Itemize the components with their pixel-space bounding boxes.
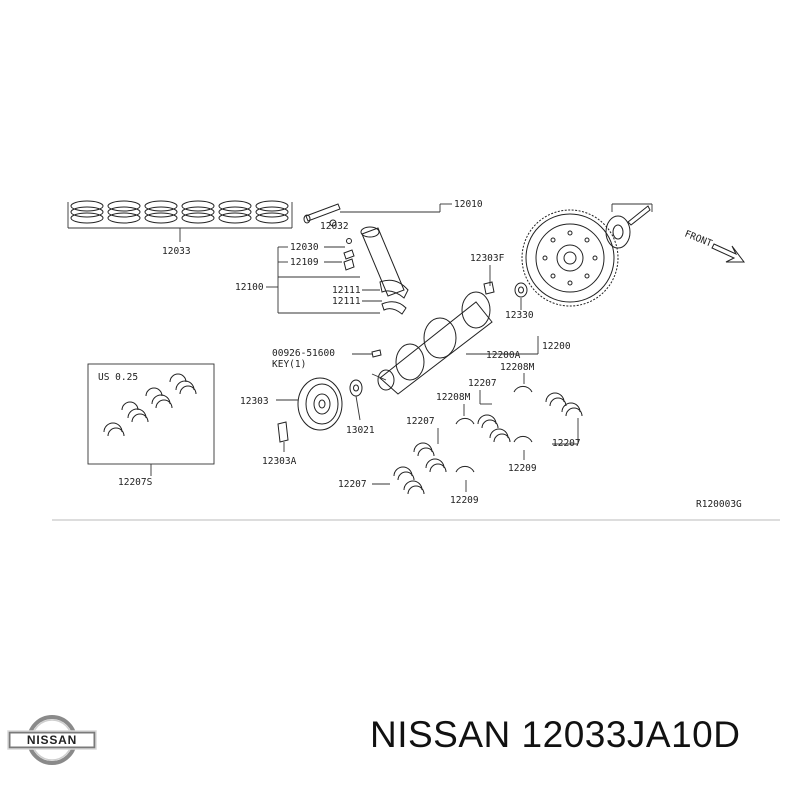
nissan-logo: [7, 715, 97, 765]
label-12109: 12109: [290, 257, 319, 268]
label-key: KEY(1): [272, 359, 306, 370]
label-12200a: 12200A: [486, 350, 521, 361]
label-12330: 12330: [505, 310, 534, 321]
front-arrow: FRONT: [683, 229, 745, 263]
piston-ring-set: [70, 200, 289, 224]
crank-pulley-group: 12303 12303A 13021: [240, 377, 375, 467]
crankshaft-group: 12200 12200A 00926-51600 KEY(1): [272, 291, 571, 395]
label-12010: 12010: [454, 199, 483, 210]
label-12208m-top: 12208M: [500, 362, 535, 373]
nissan-logo-text: NISSAN: [26, 733, 78, 747]
label-12032: 12032: [320, 221, 349, 232]
part-number-caption: NISSAN 12033JA10D: [370, 714, 741, 755]
drive-plate-group: 12303F 12330: [470, 203, 653, 321]
connecting-rod-group: 12010 12032 12030 12109 12100 12111 1211…: [235, 199, 483, 315]
label-12207s: 12207S: [118, 477, 153, 488]
label-12033: 12033: [162, 246, 191, 257]
label-12207-upper: 12207: [468, 378, 497, 389]
label-12100: 12100: [235, 282, 264, 293]
undersize-bearing-box: US 0.25 12207S: [87, 363, 215, 488]
label-12209-right: 12209: [508, 463, 537, 474]
piston-ring-set-group: 12033: [67, 200, 293, 257]
label-reference-code: R120003G: [696, 499, 742, 510]
label-12207-mid: 12207: [406, 416, 435, 427]
label-12111-upper: 12111: [332, 285, 361, 296]
label-00926-51600: 00926-51600: [272, 348, 335, 359]
label-12303: 12303: [240, 396, 269, 407]
label-12207-right: 12207: [552, 438, 581, 449]
label-12303a: 12303A: [262, 456, 297, 467]
label-12200: 12200: [542, 341, 571, 352]
label-12030: 12030: [290, 242, 319, 253]
label-12208m-mid: 12208M: [436, 392, 471, 403]
label-12111-lower: 12111: [332, 296, 361, 307]
main-bearing-group: 12208M 12207 12207 12208M 12207 12209 12…: [338, 362, 583, 506]
label-12209-lower: 12209: [450, 495, 479, 506]
label-us-025: US 0.25: [98, 372, 138, 383]
label-front: FRONT: [683, 229, 714, 250]
label-12207-lower: 12207: [338, 479, 367, 490]
label-13021: 13021: [346, 425, 375, 436]
label-12303f: 12303F: [470, 253, 505, 264]
